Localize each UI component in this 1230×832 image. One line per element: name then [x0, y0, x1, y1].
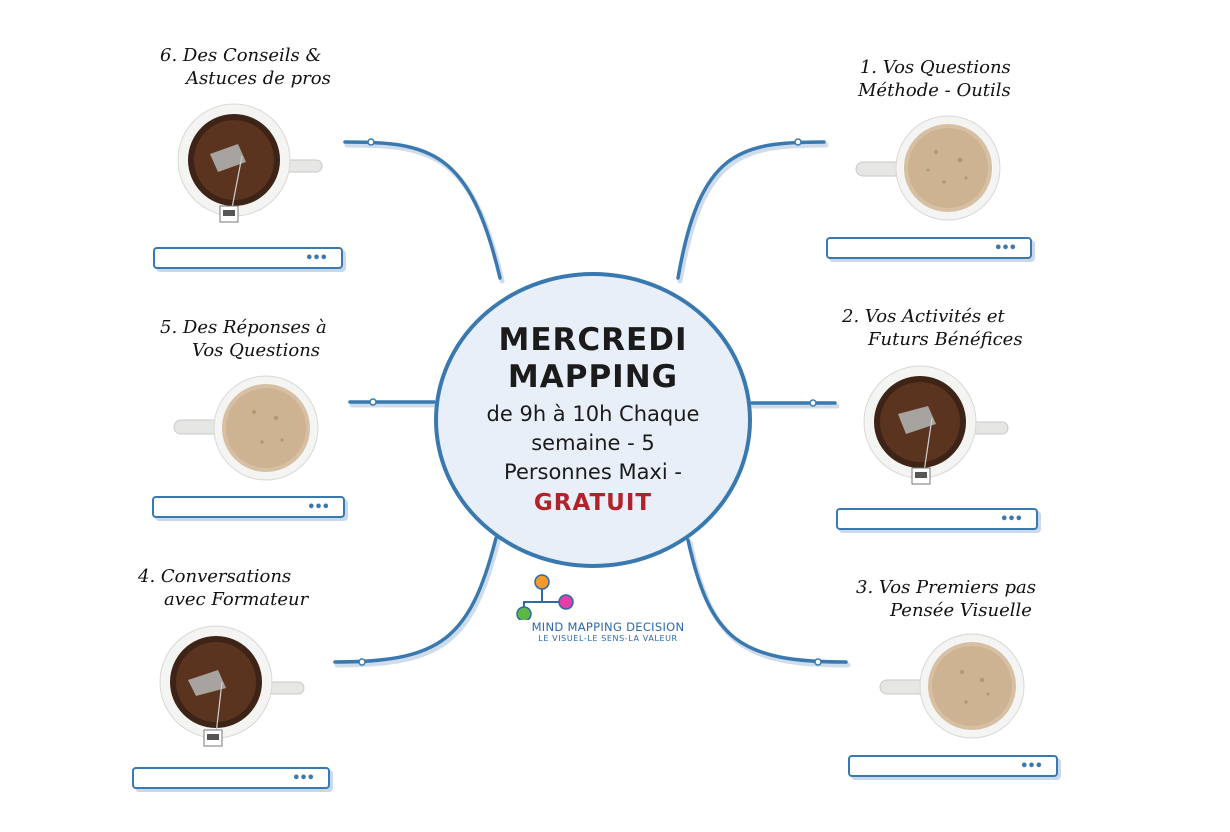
branch-3-more-icon[interactable]: •••: [1020, 760, 1042, 773]
branch-6-label-line2: Astuces de pros: [160, 67, 331, 90]
branch-3-label-line1: 3. Vos Premiers pas: [856, 576, 1036, 599]
branch-2-more-icon[interactable]: •••: [1000, 513, 1022, 526]
center-title-line2: MAPPING: [508, 359, 678, 396]
center-subtitle-line1: de 9h à 10h Chaque: [487, 400, 700, 429]
branch-6-label[interactable]: 6. Des Conseils & Astuces de pros: [160, 44, 331, 90]
branch-1-label-line2: Méthode - Outils: [832, 79, 1011, 102]
branch-2-note-box[interactable]: •••: [836, 508, 1038, 530]
branch-2-label-line2: Futurs Bénéfices: [842, 328, 1023, 351]
logo-tagline: LE VISUEL-LE SENS-LA VALEUR: [508, 634, 708, 643]
branch-1-label-line1: 1. Vos Questions: [832, 56, 1011, 79]
milk-coffee-cup-icon: [852, 112, 1002, 224]
center-subtitle-line3: Personnes Maxi -: [504, 458, 682, 487]
tea-bag-cup-icon: [176, 100, 326, 230]
branch-3-label[interactable]: 3. Vos Premiers pas Pensée Visuelle: [856, 576, 1036, 622]
branch-3-note-box[interactable]: •••: [848, 755, 1058, 777]
branch-4-more-icon[interactable]: •••: [292, 772, 314, 785]
center-gratuit: GRATUIT: [534, 487, 652, 519]
branch-5-label-line1: 5. Des Réponses à: [160, 316, 327, 339]
mind-mapping-decision-logo: MIND MAPPING DECISION LE VISUEL-LE SENS-…: [508, 572, 708, 647]
logo-nodes-icon: [508, 572, 708, 620]
branch-4-label-line2: avec Formateur: [138, 588, 308, 611]
branch-4-note-box[interactable]: •••: [132, 767, 330, 789]
branch-6-note-box[interactable]: •••: [153, 247, 343, 269]
logo-name: MIND MAPPING DECISION: [508, 620, 708, 634]
milk-coffee-cup-icon: [876, 630, 1026, 742]
branch-5-label[interactable]: 5. Des Réponses à Vos Questions: [160, 316, 327, 362]
branch-6-more-icon[interactable]: •••: [305, 252, 327, 265]
branch-2-label-line1: 2. Vos Activités et: [842, 305, 1023, 328]
center-subtitle-line2: semaine - 5: [531, 429, 655, 458]
branch-2-label[interactable]: 2. Vos Activités et Futurs Bénéfices: [842, 305, 1023, 351]
branch-4-label-line1: 4. Conversations: [138, 565, 308, 588]
tea-bag-cup-icon: [862, 362, 1012, 492]
branch-1-label[interactable]: 1. Vos Questions Méthode - Outils: [832, 56, 1011, 102]
branch-6-label-line1: 6. Des Conseils &: [160, 44, 331, 67]
branch-5-label-line2: Vos Questions: [160, 339, 327, 362]
branch-4-label[interactable]: 4. Conversations avec Formateur: [138, 565, 308, 611]
branch-5-note-box[interactable]: •••: [152, 496, 345, 518]
branch-1-more-icon[interactable]: •••: [994, 242, 1016, 255]
branch-1-note-box[interactable]: •••: [826, 237, 1032, 259]
central-topic[interactable]: MERCREDI MAPPING de 9h à 10h Chaque sema…: [434, 272, 752, 568]
branch-3-label-line2: Pensée Visuelle: [856, 599, 1036, 622]
center-title-line1: MERCREDI: [499, 322, 688, 359]
branch-5-more-icon[interactable]: •••: [307, 501, 329, 514]
milk-coffee-cup-icon: [170, 372, 320, 484]
tea-bag-cup-icon: [158, 622, 308, 752]
